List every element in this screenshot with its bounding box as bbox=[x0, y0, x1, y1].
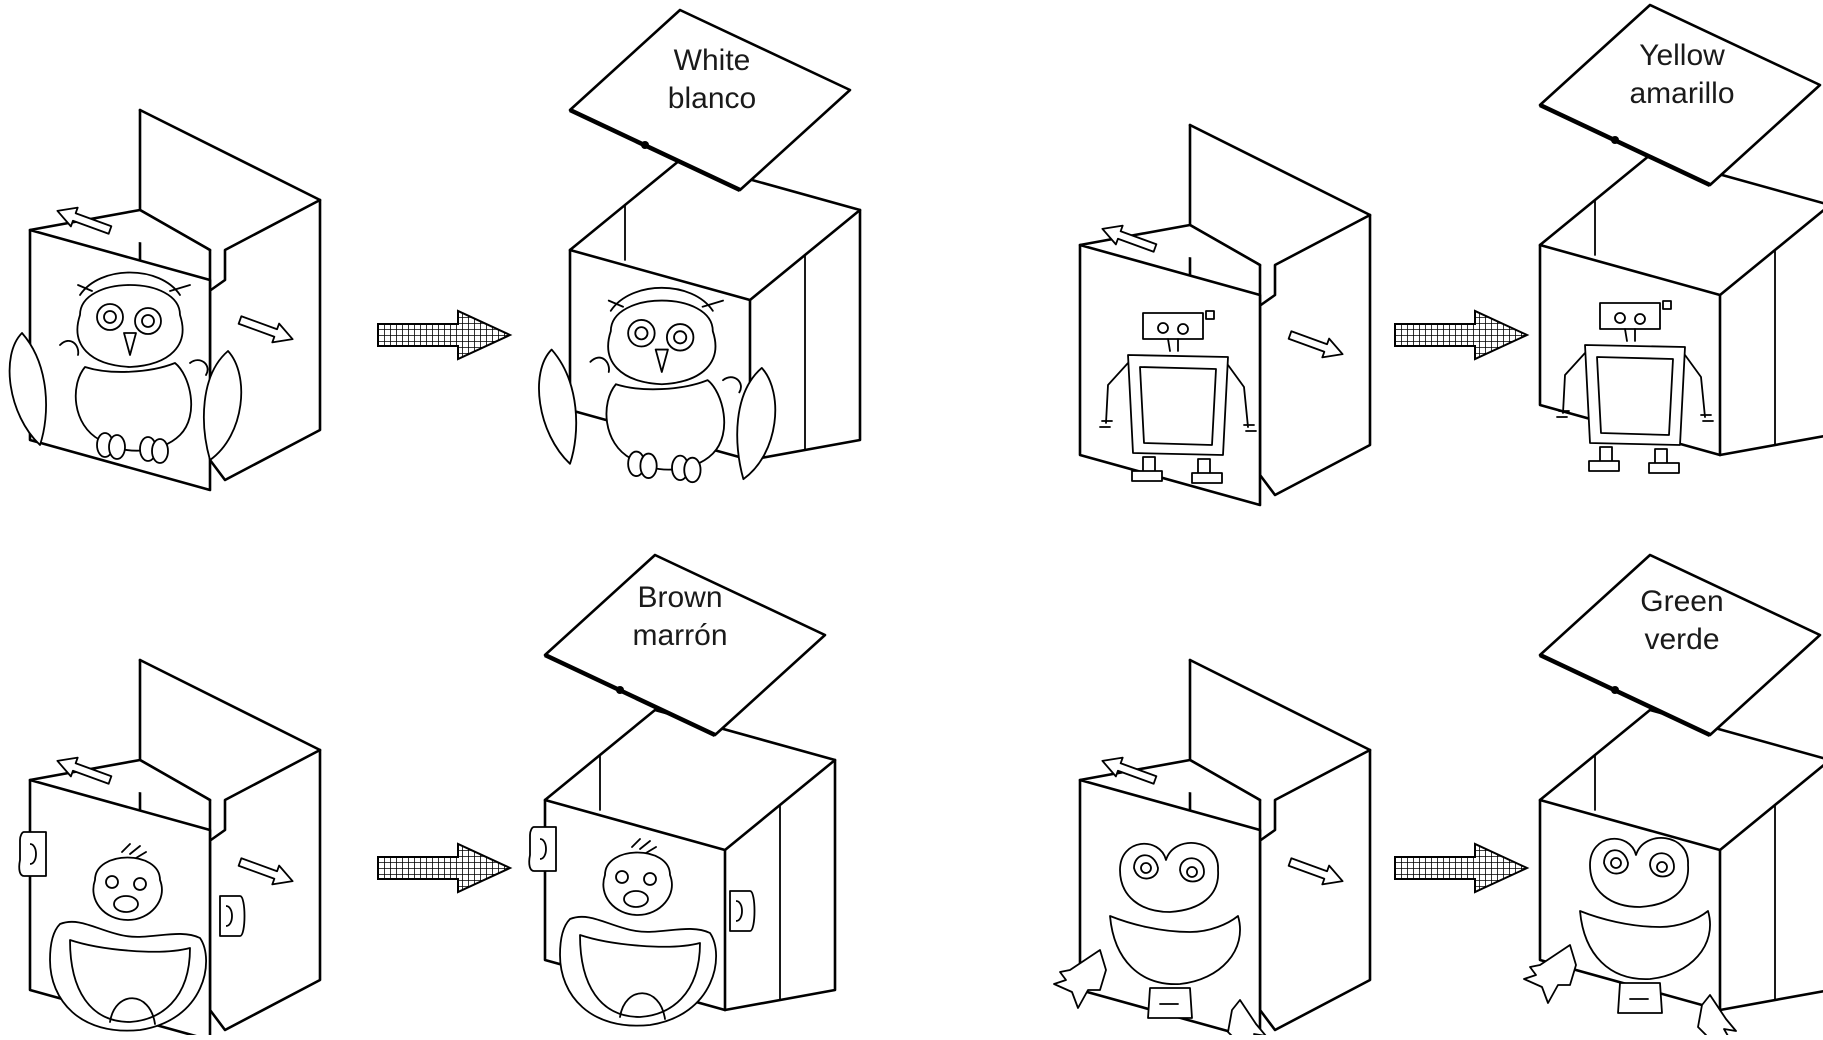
monkey-lid: Brown marrón bbox=[545, 555, 825, 735]
robot-lid-line1: Yellow bbox=[1639, 39, 1725, 72]
robot-lid-line2: amarillo bbox=[1629, 77, 1734, 110]
monkey-lid-line1: Brown bbox=[637, 581, 722, 614]
monkey-flat-box bbox=[18, 658, 322, 1040]
robot-lid: Yellow amarillo bbox=[1540, 5, 1820, 185]
owl-lid-line2: blanco bbox=[668, 82, 756, 115]
frog-process-arrow-icon bbox=[1394, 843, 1528, 893]
frog-lid: Green verde bbox=[1540, 555, 1820, 735]
robot-built-box bbox=[1538, 153, 1823, 474]
owl-flat-box bbox=[8, 108, 322, 492]
monkey-lid-line2: marrón bbox=[632, 619, 727, 652]
frog-lid-line1: Green bbox=[1640, 585, 1723, 618]
frog-built-box bbox=[1523, 708, 1823, 1040]
robot-flat-box bbox=[1078, 123, 1372, 507]
frog-flat-box bbox=[1053, 658, 1372, 1040]
owl-lid-line1: White bbox=[674, 44, 751, 77]
monkey-built-box bbox=[528, 708, 837, 1027]
owl-built-box bbox=[538, 158, 862, 484]
owl-process-arrow-icon bbox=[377, 310, 511, 360]
owl-lid: White blanco bbox=[570, 10, 850, 190]
robot-process-arrow-icon bbox=[1394, 310, 1528, 360]
monkey-process-arrow-icon bbox=[377, 843, 511, 893]
frog-lid-line2: verde bbox=[1644, 623, 1719, 656]
